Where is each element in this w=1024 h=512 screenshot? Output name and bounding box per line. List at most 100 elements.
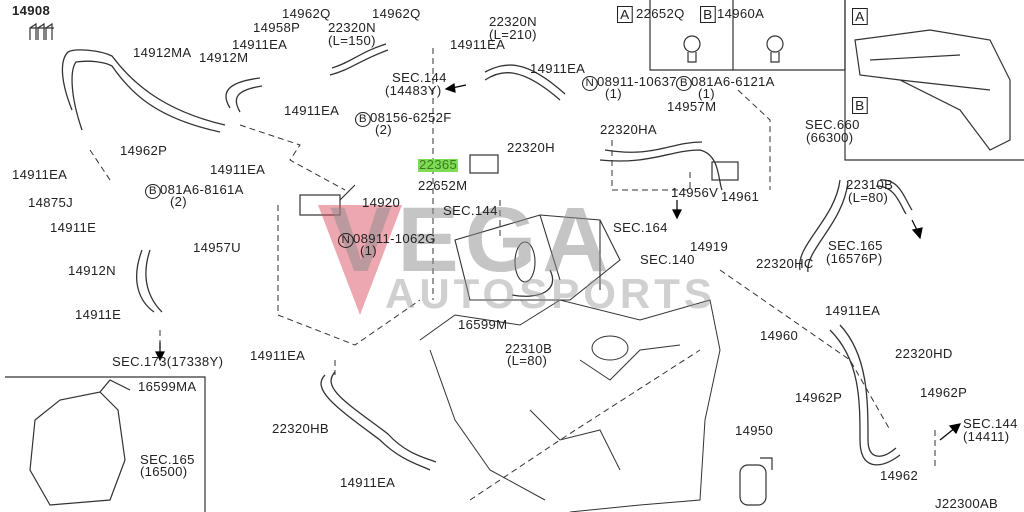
engine-outline [419, 299, 721, 512]
part-label: (L=150) [328, 34, 376, 48]
callout-letter: B [700, 6, 716, 23]
part-label: 14957M [667, 100, 717, 114]
part-label: 22310B [505, 342, 553, 356]
part-label: 14962Q [372, 7, 421, 21]
part-label: 081A6-6121A [691, 75, 775, 89]
part-label: SEC.140 [640, 253, 695, 267]
part-label: 14958P [253, 21, 301, 35]
intake-manifold [454, 214, 621, 301]
part-label: 22320HA [600, 123, 657, 137]
part-label: J22300AB [935, 497, 999, 511]
part-label: (2) [375, 123, 392, 137]
part-label: 14961 [721, 190, 760, 204]
part-label: 14911EA [825, 304, 881, 318]
part-label: (1) [698, 87, 715, 101]
part-label: (L=80) [507, 354, 548, 368]
part-label: 14912N [68, 264, 116, 278]
part-label: SEC.173(17338Y) [112, 355, 224, 369]
part-label: 14911EA [530, 62, 586, 76]
part-label: 22320HD [895, 347, 953, 361]
part-label: 14911EA [12, 168, 68, 182]
part-label: 22320N [328, 21, 376, 35]
part-label: 14962P [795, 391, 843, 405]
callout-letter: B [676, 76, 692, 91]
valve-14920 [299, 184, 356, 216]
part-label: 14912MA [133, 46, 192, 60]
part-label: SEC.164 [613, 221, 668, 235]
inset-boxes [5, 0, 1024, 512]
part-label: 14911EA [450, 38, 506, 52]
highlighted-part-label: 22365 [418, 158, 459, 172]
part-label: 14962 [880, 469, 919, 483]
part-label: 14911EA [340, 476, 396, 490]
part-label: (66300) [806, 131, 854, 145]
part-label: SEC.165 [828, 239, 883, 253]
part-label: 14950 [735, 424, 774, 438]
part-label: 14911E [75, 308, 122, 322]
part-label: 22320N [489, 15, 537, 29]
sensor-22365 [469, 154, 499, 174]
clip-14908 [29, 22, 54, 40]
part-label: 14919 [690, 240, 729, 254]
part-label: (1) [605, 87, 622, 101]
part-label: (L=80) [848, 191, 889, 205]
arrows [155, 82, 962, 441]
part-label: 14912M [199, 51, 249, 65]
clip-22652Q [683, 35, 701, 63]
part-label: 14911EA [210, 163, 266, 177]
part-label: 16599MA [138, 380, 197, 394]
part-label: 14957U [193, 241, 241, 255]
callout-letter: B [852, 97, 868, 114]
part-label: 22320H [507, 141, 555, 155]
part-label: 14908 [12, 4, 51, 18]
part-label: 22310B [846, 178, 894, 192]
undercover-66300 [854, 29, 1011, 151]
watermark-logo-v [318, 205, 402, 315]
callout-letter: N [582, 76, 598, 91]
part-label: 22320HC [756, 257, 814, 271]
part-label: 14911E [50, 221, 97, 235]
part-label: 14956V [671, 186, 719, 200]
part-label: 14911EA [284, 104, 340, 118]
part-label: 08911-10637 [597, 75, 677, 89]
part-label: 16599M [458, 318, 508, 332]
reservoir-16500 [29, 379, 131, 506]
part-label: 14962Q [282, 7, 331, 21]
part-label: 22652M [418, 179, 468, 193]
callout-letter: A [617, 6, 633, 23]
valve-14956V [711, 161, 739, 181]
part-label: (16576P) [826, 252, 883, 266]
part-label: (2) [170, 195, 187, 209]
part-label: 22320HB [272, 422, 329, 436]
part-label: (1) [360, 244, 377, 258]
part-label: 08911-1062G [353, 232, 436, 246]
part-label: SEC.144 [443, 204, 498, 218]
callout-letter: N [338, 233, 354, 248]
hoses [61, 43, 913, 471]
dashed-leaders [89, 48, 936, 501]
part-label: (14483Y) [385, 84, 442, 98]
part-label: 08156-6252F [370, 111, 452, 125]
part-label: 14962P [120, 144, 168, 158]
part-label: SEC.144 [963, 417, 1018, 431]
part-label: SEC.144 [392, 71, 447, 85]
clip-14960A [766, 35, 784, 63]
part-label: (16500) [140, 465, 188, 479]
part-label: SEC.660 [805, 118, 860, 132]
part-label: 22652Q [636, 7, 685, 21]
part-label: 14962P [920, 386, 968, 400]
part-label: 14960A [717, 7, 765, 21]
part-label: 14875J [28, 196, 73, 210]
callout-letter: B [355, 112, 371, 127]
callout-letter: A [852, 8, 868, 25]
part-label: 14960 [760, 329, 799, 343]
part-label: 14920 [362, 196, 401, 210]
part-label: (L=210) [489, 28, 537, 42]
canister-14950 [739, 457, 773, 506]
part-label: SEC.165 [140, 453, 195, 467]
part-label: (14411) [963, 430, 1010, 444]
part-label: 14911EA [250, 349, 306, 363]
callout-letter: B [145, 184, 161, 199]
